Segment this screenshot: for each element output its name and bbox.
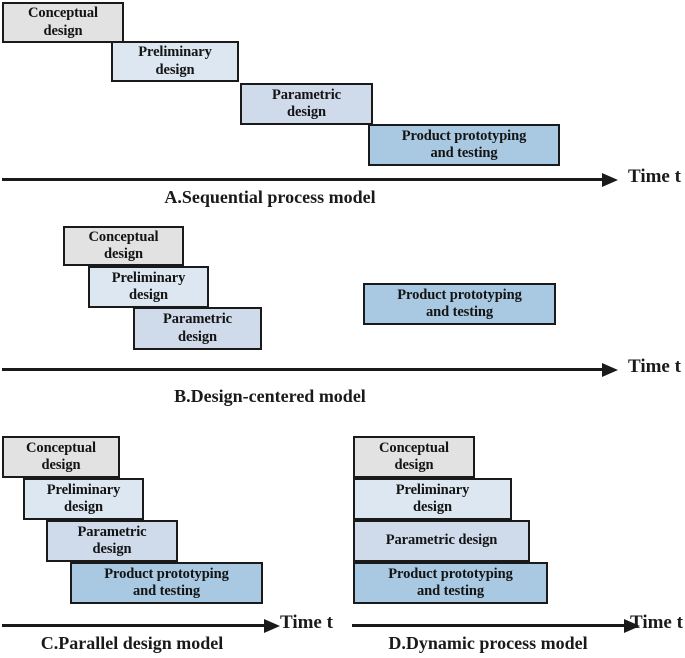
panel-a-sequential-process-model: Conceptual design Preliminary design Par…: [0, 0, 685, 210]
panel-d-box-parametric-design: Parametric design: [353, 520, 530, 562]
panel-b-axis-shaft: [2, 368, 604, 371]
panel-b-design-centered-model: Conceptual design Preliminary design Par…: [0, 210, 685, 410]
panel-c-box-product-prototyping-and-testing: Product prototyping and testing: [70, 562, 263, 604]
panel-a-box-parametric-design: Parametric design: [240, 83, 373, 125]
panel-a-box-product-prototyping-and-testing: Product prototyping and testing: [368, 124, 560, 166]
panel-b-axis-arrowhead: [602, 362, 618, 377]
panel-c-box-parametric-design: Parametric design: [46, 520, 178, 562]
panel-a-caption: A.Sequential process model: [164, 187, 376, 207]
panel-c-box-conceptual-design: Conceptual design: [2, 436, 120, 478]
panel-d-box-product-prototyping-and-testing: Product prototyping and testing: [353, 562, 548, 604]
panel-a-axis-arrowhead: [602, 172, 618, 187]
panel-c-parallel-design-model: Conceptual design Preliminary design Par…: [0, 410, 340, 658]
panel-b-box-product-prototyping-and-testing: Product prototyping and testing: [363, 283, 556, 325]
panel-d-axis-label: Time t: [630, 612, 683, 633]
panel-b-box-preliminary-design: Preliminary design: [88, 266, 209, 308]
panel-a-box-preliminary-design: Preliminary design: [111, 41, 239, 82]
panel-a-box-conceptual-design: Conceptual design: [2, 2, 124, 43]
panel-c-box-preliminary-design: Preliminary design: [23, 478, 144, 520]
panel-c-axis-arrowhead: [264, 618, 280, 633]
panel-c-axis-shaft: [2, 624, 266, 627]
panel-d-caption: D.Dynamic process model: [388, 633, 588, 653]
panel-a-axis-label: Time t: [628, 166, 681, 187]
panel-d-axis-shaft: [352, 624, 626, 627]
panel-c-axis-label: Time t: [280, 612, 333, 633]
panel-d-dynamic-process-model: Conceptual design Preliminary design Par…: [340, 410, 685, 658]
panel-b-box-parametric-design: Parametric design: [133, 307, 262, 350]
panel-d-axis-arrowhead: [624, 618, 640, 633]
panel-b-axis-label: Time t: [628, 356, 681, 377]
panel-a-axis-shaft: [2, 178, 604, 181]
panel-b-box-conceptual-design: Conceptual design: [63, 226, 184, 266]
panel-d-box-preliminary-design: Preliminary design: [353, 478, 512, 520]
panel-d-box-conceptual-design: Conceptual design: [353, 436, 475, 478]
panel-c-caption: C.Parallel design model: [40, 633, 224, 653]
panel-b-caption: B.Design-centered model: [174, 386, 366, 406]
